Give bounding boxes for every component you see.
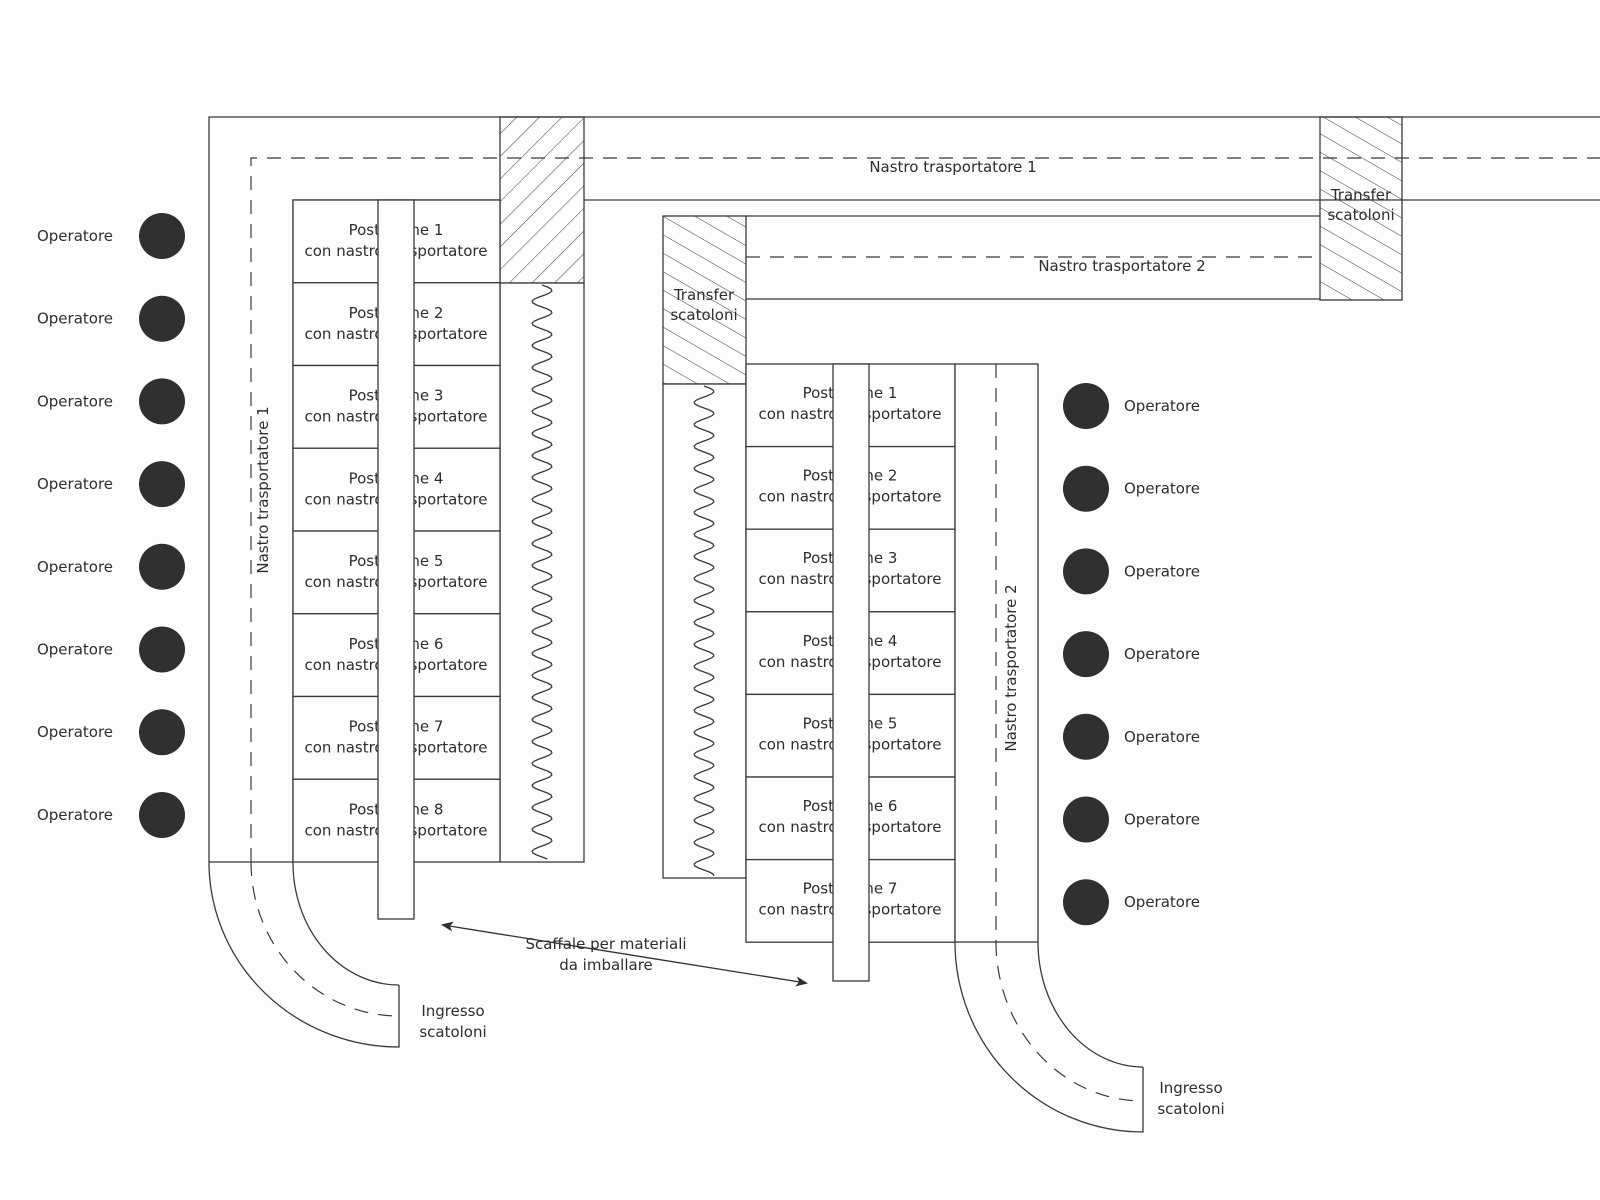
transfer-hatch-area [662,215,747,385]
double-arrow-icon [441,921,808,987]
operator-label: Operatore [37,392,113,410]
conveyor-2: Nastro trasportatore 2 [746,215,1320,300]
shelf-label-line1: Scaffale per materiali [525,935,686,953]
transfer-block-right-top: Transfer scatoloni [1319,116,1403,301]
operator-icon [1063,713,1109,760]
operator-left-8: Operatore [37,792,185,838]
operator-right-3: Operatore [1063,548,1200,595]
operator-label: Operatore [37,310,113,328]
transfer-middle-label-line2: scatoloni [670,306,737,324]
transfer-middle-label-line1: Transfer [673,286,735,304]
entry-1-centerline [250,861,400,1017]
conveyor-1-label-vertical: Nastro trasportatore 1 [254,406,272,573]
operator-icon [1063,631,1109,678]
operator-right-1: Operatore [1063,383,1200,429]
operator-icon [1063,548,1109,595]
transfer-right-label-line1: Transfer [1330,186,1392,204]
operator-left-1: Operatore [37,213,185,259]
operator-icon [139,792,185,838]
entry-2-label-line1: Ingresso [1159,1079,1222,1097]
operator-icon [139,378,185,425]
transfer-right-label-line2: scatoloni [1327,206,1394,224]
operator-left-5: Operatore [37,543,185,590]
entry-1-label-line2: scatoloni [419,1023,486,1041]
roller-conveyor-right [662,383,747,879]
operator-right-2: Operatore [1063,465,1200,512]
conveyor-2-vertical: Nastro trasportatore 2 [954,363,1039,943]
operator-icon [139,295,185,342]
shelf-left [377,199,415,920]
entry-2-label-line2: scatoloni [1157,1100,1224,1118]
operator-icon [1063,879,1109,926]
roller-conveyor-left [499,282,585,863]
operator-label: Operatore [1124,811,1200,829]
transfer-block-middle: Transfer scatoloni [662,215,747,385]
operator-left-7: Operatore [37,709,185,756]
operator-left-6: Operatore [37,626,185,673]
conveyor-1-outer-edge [208,116,1600,862]
operator-right-7: Operatore [1063,879,1200,926]
box-entry-2: Ingresso scatoloni [954,941,1225,1133]
operator-icon [1063,383,1109,429]
left-operators: OperatoreOperatoreOperatoreOperatoreOper… [37,213,185,838]
roller-conveyor-left-frame [499,282,585,863]
conveyor-2-label-vertical: Nastro trasportatore 2 [1002,584,1020,751]
operator-right-6: Operatore [1063,796,1200,843]
roller-spring-right [693,385,715,877]
operator-label: Operatore [37,723,113,741]
operator-icon [1063,465,1109,512]
operator-left-3: Operatore [37,378,185,425]
operator-icon [139,626,185,673]
conveyor-1-centerline [250,157,1600,862]
operator-right-4: Operatore [1063,631,1200,678]
conveyor-2-label-horizontal: Nastro trasportatore 2 [1038,257,1205,275]
operator-left-4: Operatore [37,461,185,508]
operator-label: Operatore [37,227,113,245]
operator-left-2: Operatore [37,295,185,342]
operator-icon [139,543,185,590]
operator-label: Operatore [1124,480,1200,498]
operator-icon [139,709,185,756]
conveyor-1-label-horizontal: Nastro trasportatore 1 [869,158,1036,176]
operator-right-5: Operatore [1063,713,1200,760]
operator-label: Operatore [37,641,113,659]
entry-1-inner-curve [292,861,400,986]
roller-conveyor-right-frame [662,383,747,879]
shelf-label-line2: da imballare [559,956,653,974]
box-entry-1: Ingresso scatoloni [208,861,487,1048]
operator-icon [139,213,185,259]
operator-label: Operatore [37,475,113,493]
roller-spring-left [531,284,553,860]
transfer-hatch-area [1319,116,1403,301]
operator-label: Operatore [1124,562,1200,580]
entry-2-outer-curve [954,941,1144,1133]
entry-1-label-line1: Ingresso [421,1002,484,1020]
right-operators: OperatoreOperatoreOperatoreOperatoreOper… [1063,383,1200,926]
shelf-annotation: Scaffale per materiali da imballare [441,921,808,987]
operator-label: Operatore [1124,728,1200,746]
operator-label: Operatore [1124,893,1200,911]
entry-2-centerline [995,941,1144,1102]
entry-1-outer-curve [208,861,400,1048]
entry-2-inner-curve [1037,941,1144,1068]
operator-label: Operatore [1124,645,1200,663]
operator-icon [139,461,185,508]
operator-label: Operatore [1124,397,1200,415]
shelf-right [832,363,870,982]
transfer-block-left-top [499,116,585,284]
transfer-hatch-area [499,116,585,284]
operator-icon [1063,796,1109,843]
operator-label: Operatore [37,806,113,824]
operator-label: Operatore [37,558,113,576]
